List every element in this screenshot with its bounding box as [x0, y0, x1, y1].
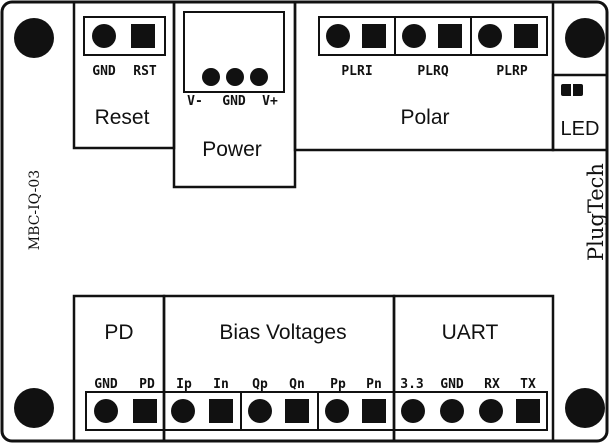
power-title: Power: [202, 138, 262, 161]
uart-pin-tx: [516, 399, 540, 423]
bias-pin-pp: [325, 399, 349, 423]
power-pin-label-gnd: GND: [222, 94, 246, 109]
bottom-header: [85, 391, 548, 431]
mounting-hole-top-right: [565, 18, 605, 58]
power-pin-label-vplus: V+: [262, 94, 278, 109]
bias-pin-label-pp: Pp: [330, 377, 346, 392]
reset-pin-rst: [131, 24, 155, 48]
pd-title: PD: [104, 321, 133, 344]
reset-block: GND RST Reset: [72, 0, 176, 150]
led-block: LED: [551, 73, 609, 152]
power-pin-gnd: [226, 68, 244, 86]
pd-pin-gnd: [94, 399, 118, 423]
uart-pin-label-tx: TX: [520, 377, 536, 392]
led-title: LED: [561, 118, 600, 140]
uart-pin-label-3v3: 3.3: [400, 377, 423, 392]
pd-pin-label-gnd: GND: [94, 377, 118, 392]
bias-pin-in: [209, 399, 233, 423]
polar-connector: [318, 16, 548, 56]
uart-pin-label-rx: RX: [484, 377, 500, 392]
uart-pin-gnd: [440, 399, 464, 423]
reset-title: Reset: [95, 106, 150, 129]
bias-pin-qn: [285, 399, 309, 423]
bias-pin-qp: [248, 399, 272, 423]
power-pin-label-vminus: V-: [187, 94, 203, 109]
uart-pin-rx: [479, 399, 503, 423]
polar-title: Polar: [400, 106, 449, 129]
uart-block: UART 3.3 GND RX TX: [392, 294, 555, 443]
polar-pin-plrp-round: [478, 24, 502, 48]
polar-pin-label-plrp: PLRP: [496, 64, 527, 79]
bias-pin-label-qn: Qn: [289, 377, 305, 392]
pd-pin-label-pd: PD: [139, 377, 155, 392]
bottom-connector: [85, 391, 548, 431]
bias-pin-pn: [362, 399, 386, 423]
uart-title: UART: [442, 321, 499, 344]
mounting-hole-top-left: [14, 18, 54, 58]
power-block: V- GND V+ Power: [172, 0, 297, 189]
bias-pin-ip: [171, 399, 195, 423]
bias-pin-label-ip: Ip: [176, 377, 192, 392]
polar-pin-plri-square: [362, 24, 386, 48]
reset-pin-gnd: [92, 24, 116, 48]
brand-label: PlugTech: [584, 163, 608, 261]
power-pin-vminus: [202, 68, 220, 86]
bias-pin-label-pn: Pn: [366, 377, 382, 392]
reset-pin-label-gnd: GND: [92, 64, 116, 79]
board-model-label: MBC-IQ-03: [27, 170, 43, 250]
reset-pin-label-rst: RST: [133, 64, 157, 79]
mounting-hole-bottom-right: [565, 388, 605, 428]
uart-pin-label-gnd: GND: [440, 377, 464, 392]
bias-block: Bias Voltages Ip In Qp Qn Pp Pn: [162, 294, 396, 443]
bias-title: Bias Voltages: [219, 321, 346, 344]
polar-pin-plrq-square: [438, 24, 462, 48]
uart-pin-3v3: [401, 399, 425, 423]
polar-pin-label-plrq: PLRQ: [417, 64, 448, 79]
reset-connector: [83, 16, 166, 56]
bias-pin-label-qp: Qp: [252, 377, 268, 392]
pd-pin-pd: [133, 399, 157, 423]
polar-pin-label-plri: PLRI: [341, 64, 372, 79]
polar-pin-plrp-square: [514, 24, 538, 48]
polar-pin-plri-round: [326, 24, 350, 48]
power-pin-vplus: [250, 68, 268, 86]
polar-pin-plrq-round: [402, 24, 426, 48]
power-connector: [183, 11, 285, 93]
bias-pin-label-in: In: [213, 377, 229, 392]
mounting-hole-bottom-left: [14, 388, 54, 428]
